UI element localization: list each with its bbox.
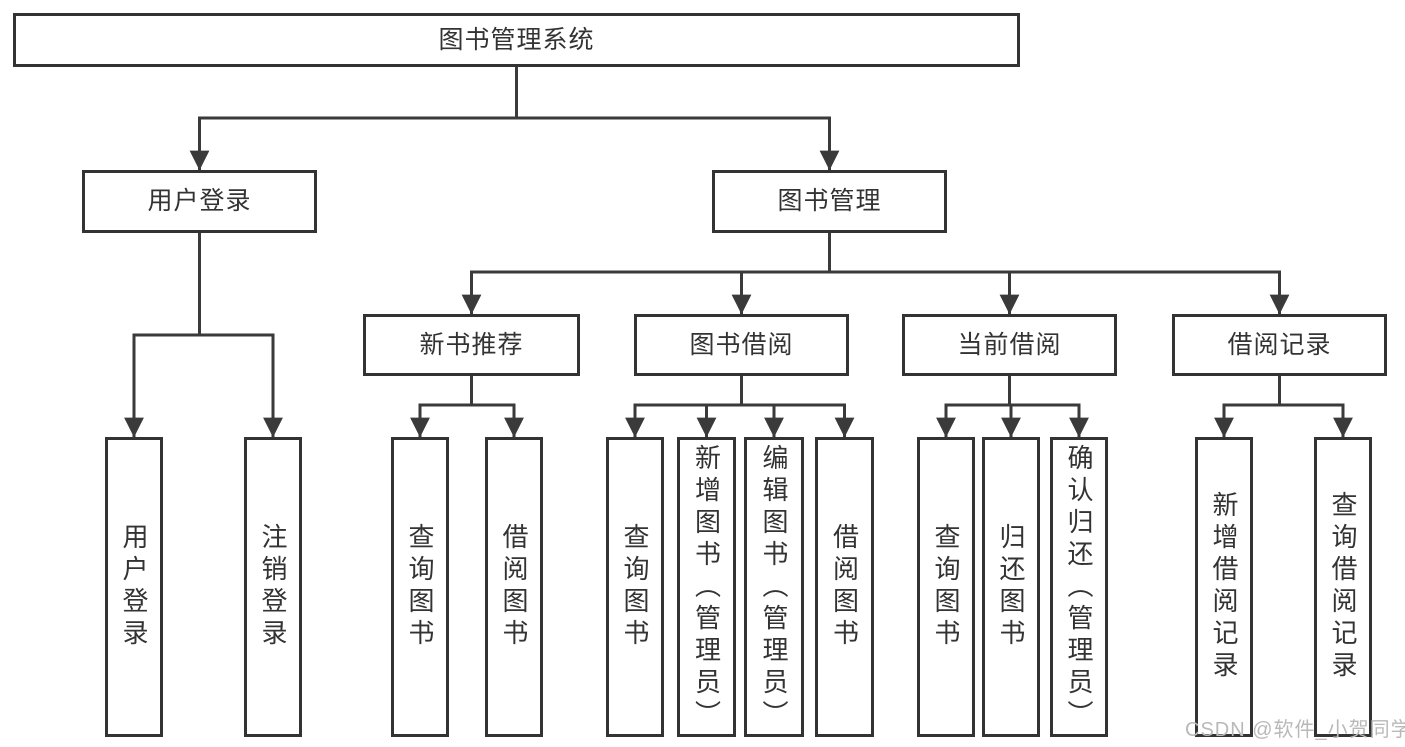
node-root: 图书管理系统: [13, 13, 1020, 67]
node-new-book-recommendation: 新书推荐: [363, 314, 580, 376]
node-current-borrowing: 当前借阅: [902, 314, 1117, 376]
leaf-confirm-return-admin: 确认归还（管理员）: [1050, 437, 1108, 737]
leaf-borrow-book-recommendation: 借阅图书: [485, 437, 543, 737]
leaf-query-book-current: 查询图书: [917, 437, 975, 737]
leaf-query-book-recommendation: 查询图书: [391, 437, 449, 737]
leaf-query-borrow-record: 查询借阅记录: [1314, 437, 1372, 737]
node-book-management: 图书管理: [712, 170, 947, 233]
leaf-add-borrow-record: 新增借阅记录: [1195, 437, 1253, 737]
watermark: CSDN @软件_小贺同学: [1185, 719, 1405, 741]
leaf-add-book-admin: 新增图书（管理员）: [677, 437, 736, 737]
leaf-logout: 注销登录: [244, 437, 302, 737]
leaf-borrow-book: 借阅图书: [815, 437, 874, 737]
leaf-return-book: 归还图书: [982, 437, 1040, 737]
leaf-edit-book-admin: 编辑图书（管理员）: [744, 437, 804, 737]
leaf-user-login: 用户登录: [105, 437, 163, 737]
node-user-login: 用户登录: [82, 170, 317, 233]
leaf-query-book-borrowing: 查询图书: [606, 437, 664, 737]
node-book-borrowing: 图书借阅: [634, 314, 849, 376]
node-borrowing-records: 借阅记录: [1172, 314, 1387, 376]
